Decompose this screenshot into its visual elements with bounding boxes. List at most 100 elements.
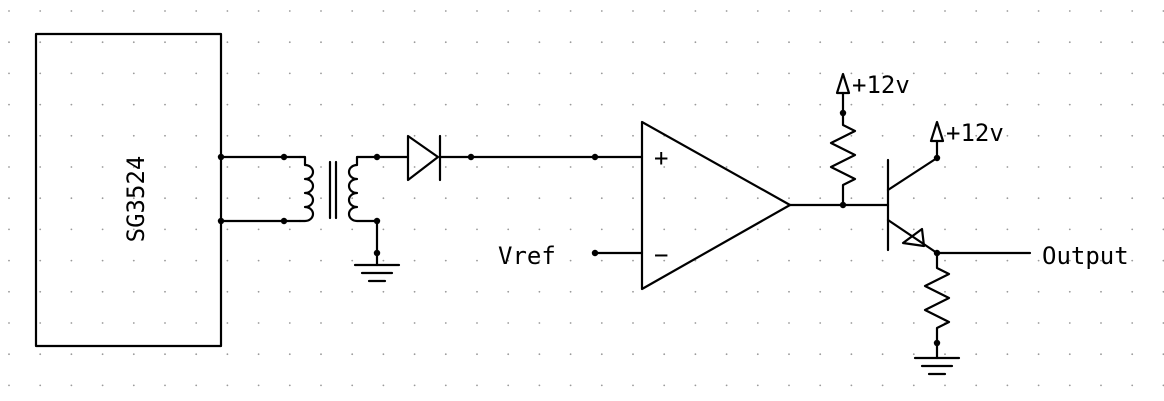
opamp-minus-sign: − — [654, 241, 668, 269]
grid-dot — [257, 41, 260, 44]
grid-dot — [1006, 103, 1009, 106]
grid-dot — [413, 134, 416, 137]
grid-dot — [756, 384, 759, 387]
grid-dot — [101, 353, 104, 356]
grid-dot — [288, 103, 291, 106]
grid-dot — [725, 41, 728, 44]
grid-dot — [101, 166, 104, 168]
grid-dot — [8, 72, 10, 75]
grid-dot — [164, 322, 166, 324]
grid-dot — [663, 72, 666, 75]
grid-dot — [1037, 259, 1040, 262]
grid-dot — [819, 290, 822, 293]
grid-dot — [975, 166, 978, 168]
grid-dot — [382, 259, 385, 262]
grid-dot — [1037, 228, 1040, 231]
grid-dot — [632, 353, 634, 356]
grid-dot — [195, 103, 198, 106]
grid-dot — [756, 259, 759, 262]
grid-dot — [694, 384, 697, 387]
grid-dot — [164, 353, 166, 356]
grid-dot — [600, 197, 603, 200]
grid-dot — [195, 41, 198, 44]
grid-dot — [476, 228, 478, 231]
grid-dot — [288, 10, 291, 12]
block-output-wires — [219, 155, 302, 223]
grid-dot — [476, 103, 478, 106]
transistor-collector — [886, 156, 939, 192]
grid-dot — [132, 72, 135, 75]
ground-symbol-transformer — [353, 263, 401, 283]
grid-dot — [444, 72, 447, 75]
grid-dot — [507, 259, 510, 262]
grid-dot — [788, 197, 790, 200]
grid-dot — [1037, 72, 1040, 75]
grid-dot — [788, 384, 790, 387]
grid-dot — [725, 103, 728, 106]
grid-dot — [39, 72, 42, 75]
sg3524-block[interactable]: SG3524 — [34, 32, 223, 348]
grid-dot — [538, 41, 541, 44]
grid-dot — [1100, 353, 1102, 356]
grid-dot — [1006, 259, 1009, 262]
grid-dot — [413, 72, 416, 75]
transformer-secondary-coil — [347, 155, 379, 223]
grid-dot — [101, 384, 104, 387]
grid-dot — [1131, 353, 1134, 356]
grid-dot — [632, 166, 634, 168]
grid-dot — [788, 228, 790, 231]
opamp[interactable]: + − — [640, 120, 792, 291]
grid-dot — [382, 290, 385, 293]
grid-dot — [413, 353, 416, 356]
grid-dot — [975, 353, 978, 356]
pullup-resistor[interactable] — [829, 111, 857, 207]
grid-dot — [382, 41, 385, 44]
grid-dot — [288, 166, 291, 168]
grid-dot — [226, 134, 229, 137]
grid-dot — [351, 41, 354, 44]
grid-dot — [1006, 166, 1009, 168]
grid-dot — [507, 290, 510, 293]
grid-dot — [101, 10, 104, 12]
grid-dot — [288, 259, 291, 262]
grid-dot — [912, 103, 915, 106]
grid-dot — [725, 228, 728, 231]
grid-dot — [569, 10, 572, 12]
grid-dot — [132, 322, 135, 324]
grid-dot — [944, 103, 946, 106]
grid-dot — [912, 134, 915, 137]
emitter-resistor[interactable] — [923, 251, 951, 345]
grid-dot — [912, 322, 915, 324]
grid-dot — [819, 384, 822, 387]
grid-dot — [1100, 166, 1102, 168]
diode[interactable] — [406, 134, 442, 182]
grid-dot — [1131, 103, 1134, 106]
grid-dot — [413, 259, 416, 262]
npn-transistor[interactable] — [886, 156, 939, 255]
grid-dot — [663, 166, 666, 168]
grid-dot — [944, 228, 946, 231]
transformer[interactable] — [298, 155, 379, 223]
grid-dot — [39, 103, 42, 106]
grid-dot — [756, 290, 759, 293]
grid-dot — [1068, 197, 1071, 200]
grid-dot — [569, 384, 572, 387]
grid-dot — [694, 72, 697, 75]
grid-dot — [944, 10, 946, 12]
grid-dot — [663, 322, 666, 324]
grid-dot — [320, 10, 322, 12]
grid-dot — [195, 134, 198, 137]
grid-dot — [70, 134, 73, 137]
grid-dot — [850, 353, 853, 356]
grid-dot — [694, 134, 697, 137]
grid-dot — [1068, 166, 1071, 168]
grid-dot — [413, 290, 416, 293]
grid-dot — [881, 10, 884, 12]
grid-dot — [850, 103, 853, 106]
grid-dot — [413, 103, 416, 106]
grid-dot — [164, 384, 166, 387]
grid-dot — [756, 41, 759, 44]
grid-dot — [351, 353, 354, 356]
grid-dot — [881, 72, 884, 75]
grid-dot — [320, 41, 322, 44]
